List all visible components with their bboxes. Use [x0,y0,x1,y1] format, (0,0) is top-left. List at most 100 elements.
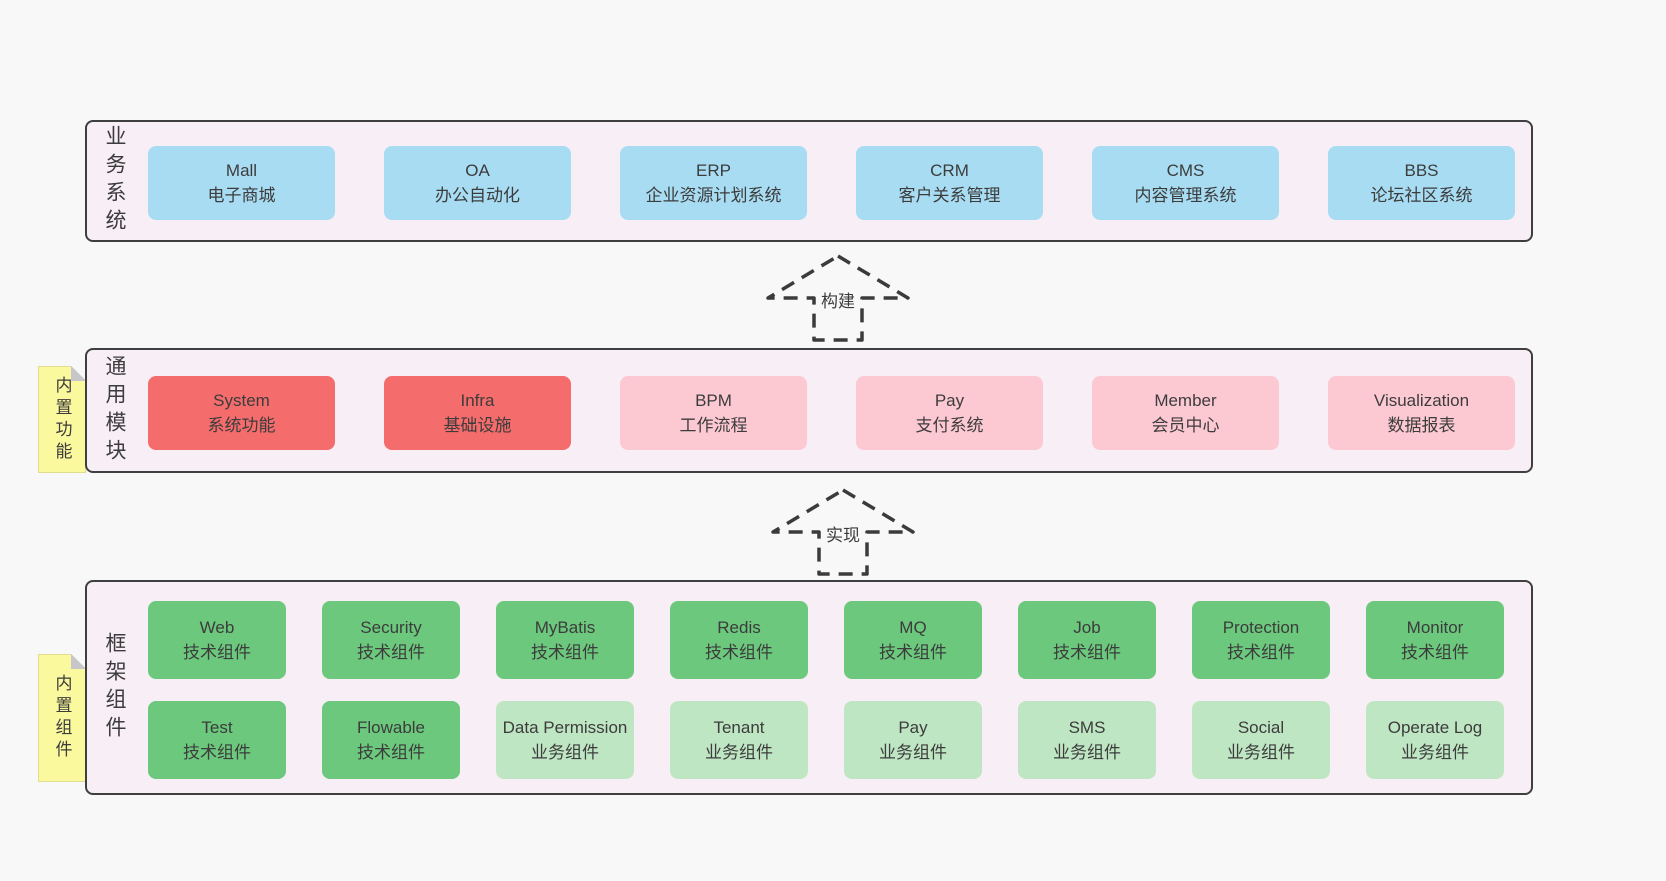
box-title: BBS [1404,160,1439,180]
box-title: Social [1237,717,1285,737]
box-title: Test [201,717,233,737]
box-title: OA [465,160,490,180]
box-pay: Pay 支付系统 [856,376,1043,450]
business-box-row: Mall 电子商城 OA 办公自动化 ERP 企业资源计划系统 CRM 客户关系… [148,146,1515,220]
box-subtitle: 技术组件 [183,743,251,762]
box-subtitle: 技术组件 [531,643,599,662]
note-built-in-functions: 内置功能 [38,366,86,473]
box-test: Test 技术组件 [148,701,286,779]
tier-business-label: 业务系统 [103,125,126,237]
box-subtitle: 业务组件 [1053,743,1121,762]
box-oa: OA 办公自动化 [384,146,571,220]
box-subtitle: 技术组件 [357,643,425,662]
box-title: ERP [696,160,731,180]
box-pay-biz: Pay 业务组件 [844,701,982,779]
arrow-build: 构建 [763,252,913,344]
box-subtitle: 系统功能 [207,416,276,435]
box-subtitle: 业务组件 [1401,743,1469,762]
box-title: CMS [1166,160,1205,180]
box-title: Protection [1222,617,1300,637]
box-data-permission: Data Permission 业务组件 [496,701,634,779]
note-label: 内置功能 [52,375,72,464]
box-subtitle: 业务组件 [705,743,773,762]
box-title: CRM [930,160,969,180]
box-flowable: Flowable 技术组件 [322,701,460,779]
note-built-in-components: 内置组件 [38,654,86,782]
box-subtitle: 技术组件 [357,743,425,762]
box-subtitle: 数据报表 [1387,416,1456,435]
box-subtitle: 技术组件 [1227,643,1295,662]
box-security: Security 技术组件 [322,601,460,679]
box-sms: SMS 业务组件 [1018,701,1156,779]
box-bpm: BPM 工作流程 [620,376,807,450]
box-title: Tenant [713,717,765,737]
box-subtitle: 电子商城 [207,186,276,205]
tier-modules-label: 通用模块 [103,354,126,467]
box-subtitle: 业务组件 [1227,743,1295,762]
box-title: Flowable [356,717,426,737]
box-subtitle: 工作流程 [679,416,748,435]
box-title: Web [199,617,235,637]
box-title: Pay [934,390,965,410]
arrow-implement-label: 实现 [823,520,863,547]
box-erp: ERP 企业资源计划系统 [620,146,807,220]
box-monitor: Monitor 技术组件 [1366,601,1504,679]
box-subtitle: 技术组件 [705,643,773,662]
box-web: Web 技术组件 [148,601,286,679]
box-subtitle: 内容管理系统 [1134,186,1237,205]
box-subtitle: 基础设施 [443,416,512,435]
box-title: SMS [1068,717,1106,737]
box-visualization: Visualization 数据报表 [1328,376,1515,450]
modules-box-row: System 系统功能 Infra 基础设施 BPM 工作流程 Pay 支付系统… [148,376,1515,450]
box-title: Pay [898,717,928,737]
dashed-up-arrow-icon [771,488,915,576]
tier-common-modules: 通用模块 System 系统功能 Infra 基础设施 BPM 工作流程 Pay… [85,348,1533,473]
components-box-row-2: Test 技术组件 Flowable 技术组件 Data Permission … [148,701,1504,779]
box-tenant: Tenant 业务组件 [670,701,808,779]
box-job: Job 技术组件 [1018,601,1156,679]
box-redis: Redis 技术组件 [670,601,808,679]
box-title: Data Permission [502,717,628,737]
box-title: Visualization [1373,390,1470,410]
box-mybatis: MyBatis 技术组件 [496,601,634,679]
arrow-build-label: 构建 [818,286,858,313]
box-bbs: BBS 论坛社区系统 [1328,146,1515,220]
box-subtitle: 业务组件 [531,743,599,762]
box-title: MyBatis [534,617,596,637]
box-subtitle: 技术组件 [1401,643,1469,662]
box-title: Monitor [1406,617,1464,637]
box-title: Mall [225,160,258,180]
note-label: 内置组件 [52,674,72,762]
components-box-row-1: Web 技术组件 Security 技术组件 MyBatis 技术组件 Redi… [148,601,1504,679]
box-title: Member [1154,390,1217,410]
box-subtitle: 支付系统 [915,416,984,435]
box-title: Redis [717,617,761,637]
box-subtitle: 技术组件 [1053,643,1121,662]
tier-business-systems: 业务系统 Mall 电子商城 OA 办公自动化 ERP 企业资源计划系统 CRM… [85,120,1533,242]
box-mall: Mall 电子商城 [148,146,335,220]
tier-framework-components: 框架组件 Web 技术组件 Security 技术组件 MyBatis 技术组件… [85,580,1533,795]
box-title: Infra [460,390,495,410]
box-subtitle: 办公自动化 [435,186,520,205]
box-subtitle: 技术组件 [879,643,947,662]
box-subtitle: 业务组件 [879,743,947,762]
arrow-implement: 实现 [768,486,918,578]
tier-components-label: 框架组件 [103,631,126,744]
box-subtitle: 客户关系管理 [898,186,1001,205]
box-system: System 系统功能 [148,376,335,450]
box-subtitle: 会员中心 [1151,416,1220,435]
box-social: Social 业务组件 [1192,701,1330,779]
box-title: MQ [899,617,927,637]
box-title: Operate Log [1387,717,1483,737]
box-subtitle: 企业资源计划系统 [645,186,782,205]
box-subtitle: 论坛社区系统 [1370,186,1473,205]
box-mq: MQ 技术组件 [844,601,982,679]
box-operate-log: Operate Log 业务组件 [1366,701,1504,779]
box-title: Job [1073,617,1101,637]
box-cms: CMS 内容管理系统 [1092,146,1279,220]
dashed-up-arrow-icon [766,254,910,342]
box-title: BPM [695,390,732,410]
box-infra: Infra 基础设施 [384,376,571,450]
box-title: Security [360,617,422,637]
